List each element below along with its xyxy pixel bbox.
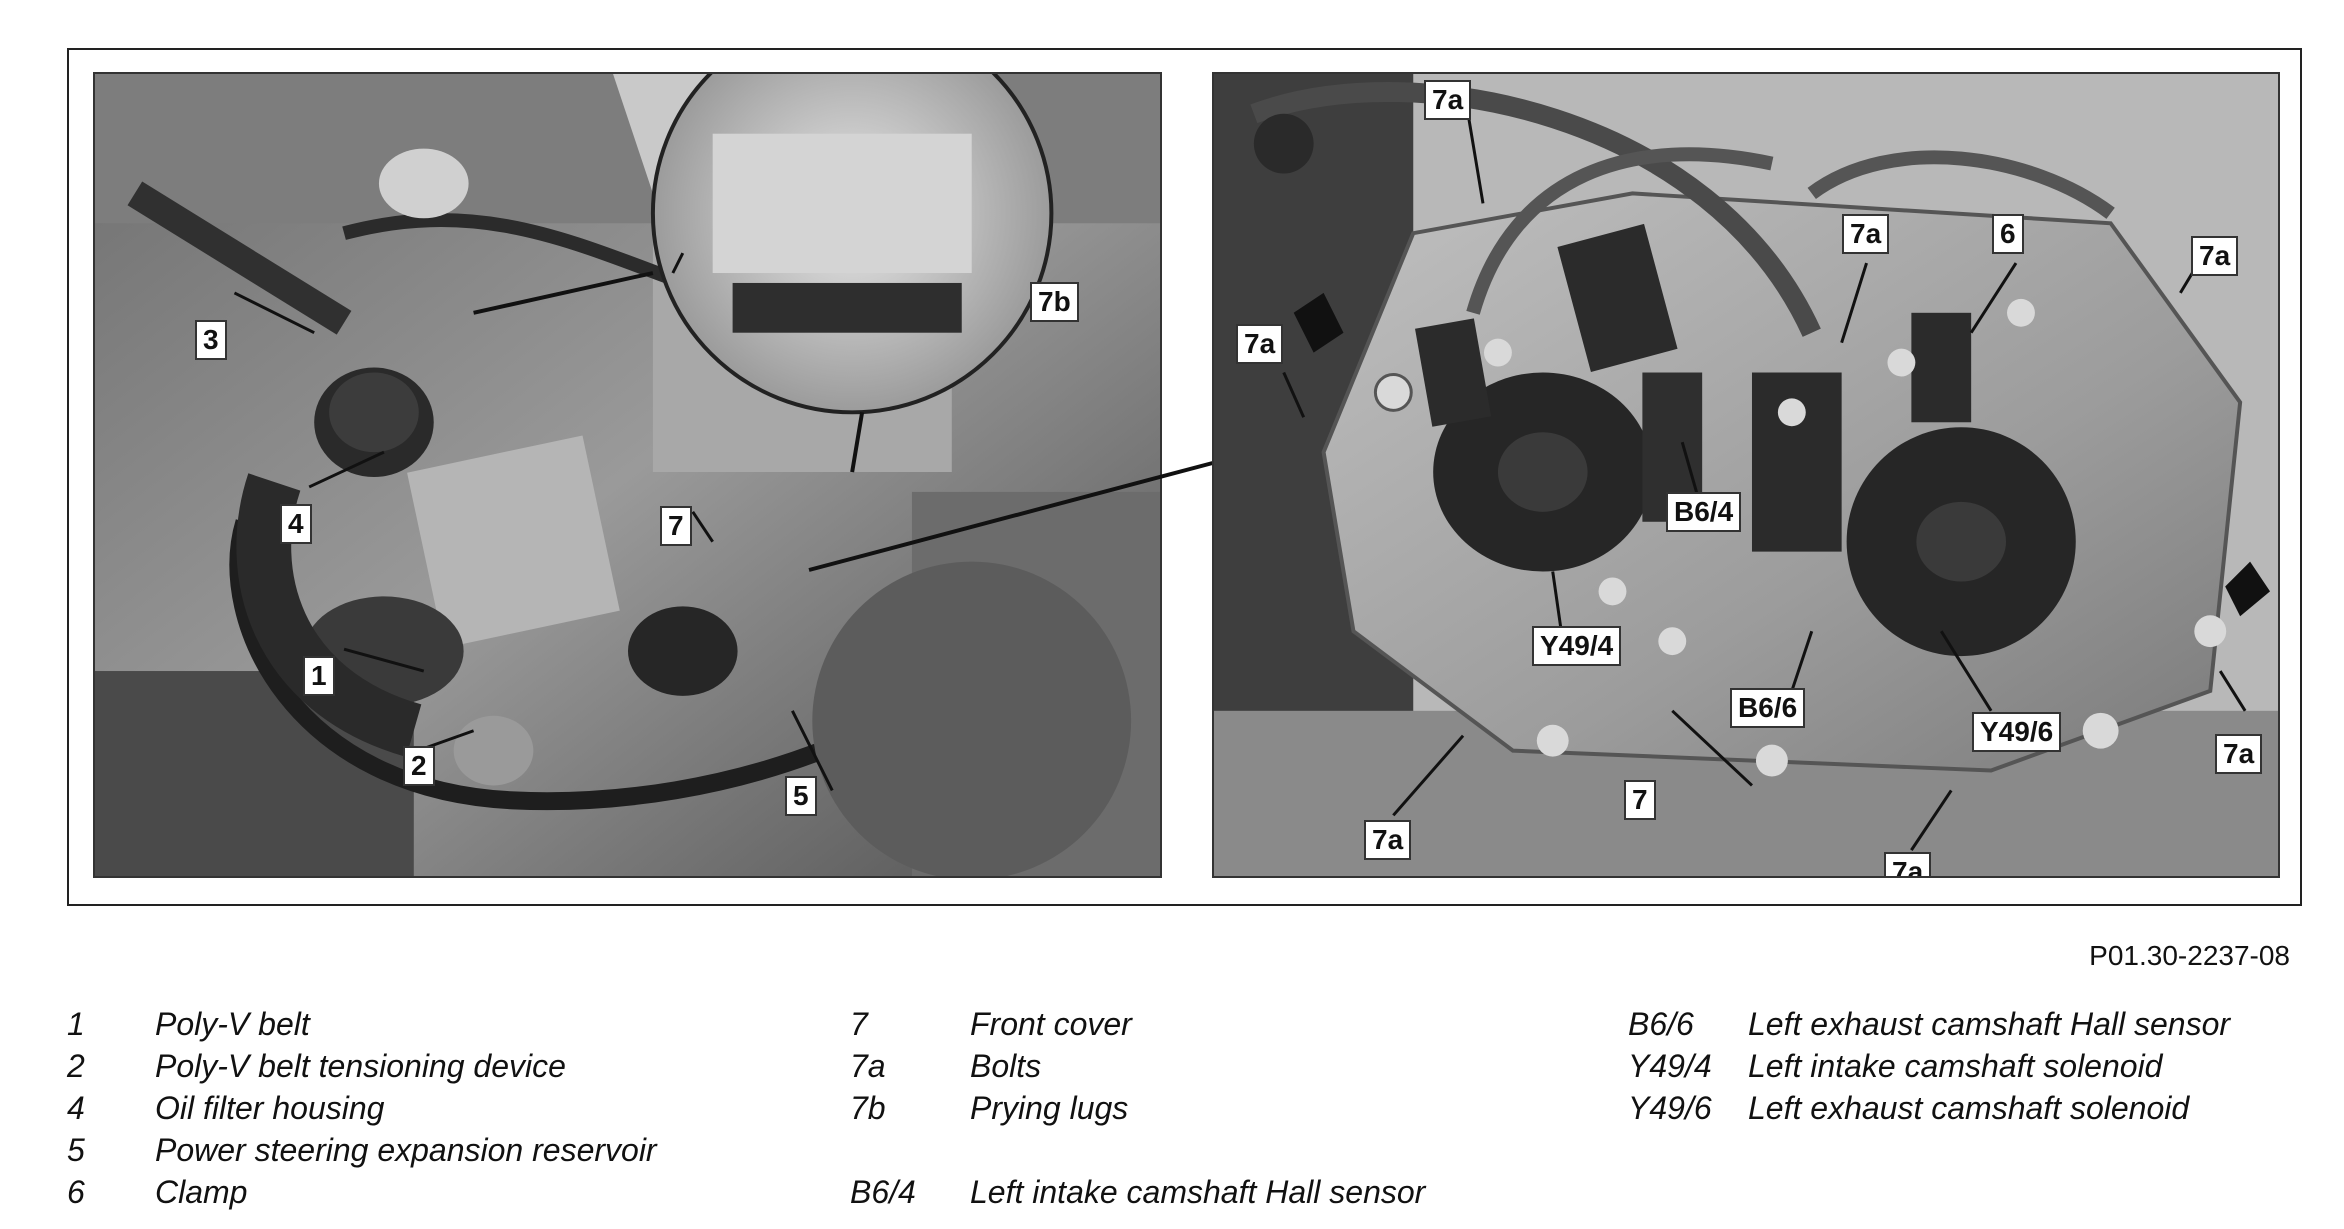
legend-label: Clamp [155, 1174, 248, 1210]
legend-label: Left intake camshaft Hall sensor [970, 1174, 1426, 1210]
callout-label: 7a [1364, 820, 1412, 860]
figure-frame: 3 4 7 1 2 5 7b [67, 48, 2302, 906]
callout-label: Y49/6 [1972, 712, 2062, 752]
legend-label: Power steering expansion reservoir [155, 1132, 657, 1168]
legend-key: 7a [850, 1048, 886, 1084]
legend-key: Y49/4 [1628, 1048, 1712, 1084]
legend-label: Front cover [970, 1006, 1132, 1042]
legend-label: Prying lugs [970, 1090, 1129, 1126]
callout-label: 7a [1842, 214, 1890, 254]
legend-key: 4 [67, 1090, 85, 1126]
legend-label: Left exhaust camshaft solenoid [1748, 1090, 2190, 1126]
legend-label: Poly-V belt tensioning device [155, 1048, 566, 1084]
legend-key: 5 [67, 1132, 85, 1168]
callout-label: 7b [1030, 282, 1079, 322]
legend-key: B6/6 [1628, 1006, 1694, 1042]
callout-label: 4 [280, 504, 312, 544]
callout-label: 5 [785, 776, 817, 816]
legend-key: 7 [850, 1006, 868, 1042]
engine-bay-illustration [95, 74, 1160, 876]
legend-key: 2 [67, 1048, 85, 1084]
callout-label: 3 [195, 320, 227, 360]
front-cover-illustration [1214, 74, 2278, 876]
figure-code: P01.30-2237-08 [2089, 940, 2290, 971]
callout-label: 7 [660, 506, 692, 546]
callout-label: 7a [2191, 236, 2239, 276]
callout-label: 7a [1236, 324, 1284, 364]
callout-label: B6/6 [1730, 688, 1806, 728]
callout-label: 7 [1624, 780, 1656, 820]
callout-label: B6/4 [1666, 492, 1742, 532]
legend-label: Bolts [970, 1048, 1042, 1084]
callout-label: 1 [303, 656, 335, 696]
callout-label: Y49/4 [1532, 626, 1622, 666]
legend-label: Oil filter housing [155, 1090, 385, 1126]
callout-label: 7a [2215, 734, 2263, 774]
legend-key: 6 [67, 1174, 85, 1210]
legend-key: 7b [850, 1090, 886, 1126]
legend-key: 1 [67, 1006, 85, 1042]
callout-label: 2 [403, 746, 435, 786]
engine-bay-photo: 3 4 7 1 2 5 7b [93, 72, 1162, 878]
callout-label: 7a [1884, 852, 1932, 876]
front-cover-photo: 7a 7a 6 7a 7a B6/4 Y49/4 B6/6 Y49/6 7a 7… [1212, 72, 2280, 878]
legend-label: Poly-V belt [155, 1006, 310, 1042]
callout-label: 6 [1992, 214, 2024, 254]
callout-label: 7a [1424, 80, 1472, 120]
legend-label: Left intake camshaft solenoid [1748, 1048, 2163, 1084]
legend-key: B6/4 [850, 1174, 916, 1210]
legend-key: Y49/6 [1628, 1090, 1712, 1126]
legend-label: Left exhaust camshaft Hall sensor [1748, 1006, 2231, 1042]
